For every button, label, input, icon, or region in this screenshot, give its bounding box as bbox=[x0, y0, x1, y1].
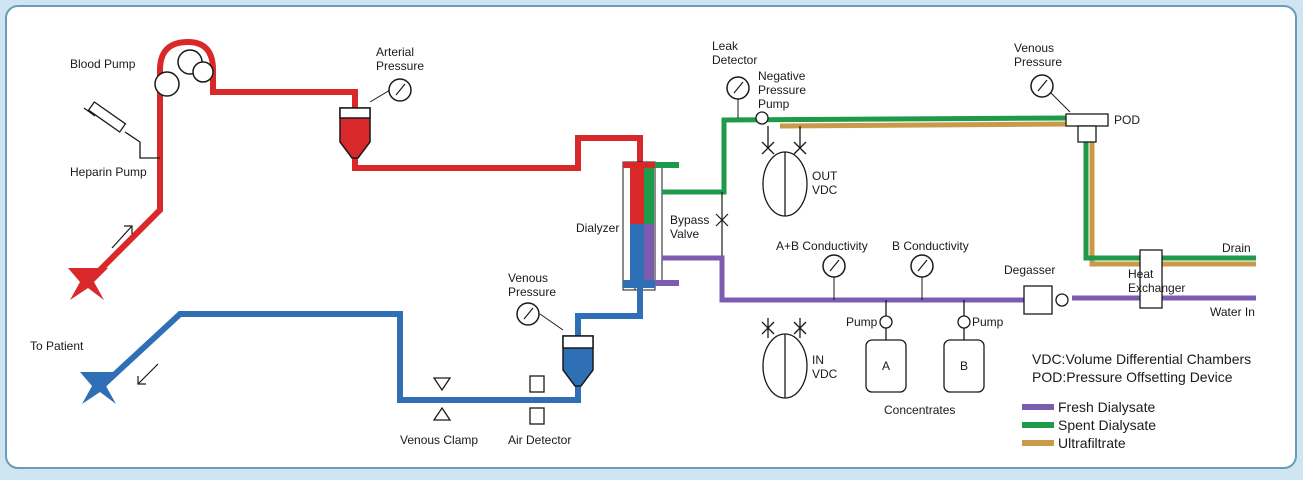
air-detector-icon bbox=[529, 375, 545, 425]
label-air-detector: Air Detector bbox=[508, 433, 571, 447]
legend-ultrafiltrate-swatch bbox=[1022, 440, 1054, 446]
label-in-vdc-1: IN bbox=[812, 353, 824, 367]
label-leak-2: Detector bbox=[712, 53, 757, 67]
label-concentrates: Concentrates bbox=[884, 403, 955, 417]
concentrate-a-pump-icon bbox=[879, 300, 893, 340]
label-to-patient: To Patient bbox=[30, 339, 84, 353]
label-venous-pressure-low-1: Venous bbox=[508, 271, 548, 285]
label-heat-2: Exchanger bbox=[1128, 281, 1185, 295]
label-drain: Drain bbox=[1222, 241, 1251, 255]
blood-pump-icon bbox=[154, 49, 214, 97]
venous-connector-icon bbox=[80, 372, 120, 404]
label-b-conductivity: B Conductivity bbox=[892, 239, 969, 253]
concentrate-a-bottle-icon bbox=[865, 339, 907, 393]
note-vdc: VDC:Volume Differential Chambers bbox=[1032, 351, 1251, 367]
label-neg-pressure-1: Negative bbox=[758, 69, 806, 83]
pod-icon bbox=[1065, 113, 1109, 143]
fresh-dialysate-line bbox=[662, 255, 1256, 303]
legend-ultrafiltrate-label: Ultrafiltrate bbox=[1058, 435, 1126, 451]
label-arterial-pressure-2: Pressure bbox=[376, 59, 424, 73]
legend-fresh-swatch bbox=[1022, 404, 1054, 410]
arterial-pressure-gauge-icon bbox=[369, 78, 412, 103]
label-conc-a: A bbox=[882, 359, 890, 373]
arterial-drip-chamber-icon bbox=[339, 107, 371, 159]
label-pump-a: Pump bbox=[846, 315, 878, 329]
label-pod: POD bbox=[1114, 113, 1140, 127]
in-vdc-icon bbox=[761, 318, 808, 399]
label-degasser: Degasser bbox=[1004, 263, 1055, 277]
label-out-vdc-1: OUT bbox=[812, 169, 838, 183]
label-venous-clamp: Venous Clamp bbox=[400, 433, 478, 447]
legend-spent-label: Spent Dialysate bbox=[1058, 417, 1156, 433]
spent-dialysate-line bbox=[662, 115, 1256, 267]
label-blood-pump: Blood Pump bbox=[70, 57, 136, 71]
venous-drip-chamber-icon bbox=[562, 335, 594, 387]
concentrate-b-bottle-icon bbox=[943, 339, 985, 393]
bypass-line bbox=[715, 192, 729, 258]
label-water-in: Water In bbox=[1210, 305, 1255, 319]
label-heparin-pump: Heparin Pump bbox=[70, 165, 147, 179]
arterial-flow-arrow-icon bbox=[111, 225, 133, 249]
label-arterial-pressure-1: Arterial bbox=[376, 45, 414, 59]
label-in-vdc-2: VDC bbox=[812, 367, 838, 381]
heparin-syringe-icon bbox=[83, 101, 160, 159]
dialyzer-icon bbox=[622, 161, 679, 291]
label-venous-pressure-top-1: Venous bbox=[1014, 41, 1054, 55]
ab-conductivity-gauge-icon bbox=[822, 254, 846, 300]
label-neg-pressure-3: Pump bbox=[758, 97, 790, 111]
label-out-vdc-2: VDC bbox=[812, 183, 838, 197]
degasser-icon bbox=[1023, 285, 1069, 315]
b-conductivity-gauge-icon bbox=[910, 254, 934, 300]
negative-pressure-pump-icon bbox=[755, 111, 769, 125]
label-dialyzer: Dialyzer bbox=[576, 221, 619, 235]
label-leak-1: Leak bbox=[712, 39, 739, 53]
label-bypass-1: Bypass bbox=[670, 213, 709, 227]
arterial-connector-icon bbox=[68, 268, 108, 300]
label-ab-conductivity: A+B Conductivity bbox=[776, 239, 868, 253]
label-bypass-2: Valve bbox=[670, 227, 699, 241]
label-venous-pressure-low-2: Pressure bbox=[508, 285, 556, 299]
note-pod: POD:Pressure Offsetting Device bbox=[1032, 369, 1233, 385]
venous-blood-line bbox=[97, 288, 643, 403]
label-venous-pressure-top-2: Pressure bbox=[1014, 55, 1062, 69]
venous-clamp-icon bbox=[432, 377, 452, 421]
venous-flow-arrow-icon bbox=[137, 363, 159, 385]
label-conc-b: B bbox=[960, 359, 968, 373]
leak-detector-gauge-icon bbox=[726, 76, 750, 118]
legend-spent-swatch bbox=[1022, 422, 1054, 428]
out-vdc-icon bbox=[761, 126, 808, 217]
concentrate-b-pump-icon bbox=[957, 300, 971, 340]
label-heat-1: Heat bbox=[1128, 267, 1154, 281]
venous-pressure-gauge-icon bbox=[516, 302, 564, 331]
pod-venous-pressure-gauge-icon bbox=[1030, 74, 1071, 113]
label-pump-b: Pump bbox=[972, 315, 1004, 329]
legend-fresh-label: Fresh Dialysate bbox=[1058, 399, 1155, 415]
heat-exchanger-icon bbox=[1139, 249, 1163, 309]
label-neg-pressure-2: Pressure bbox=[758, 83, 806, 97]
